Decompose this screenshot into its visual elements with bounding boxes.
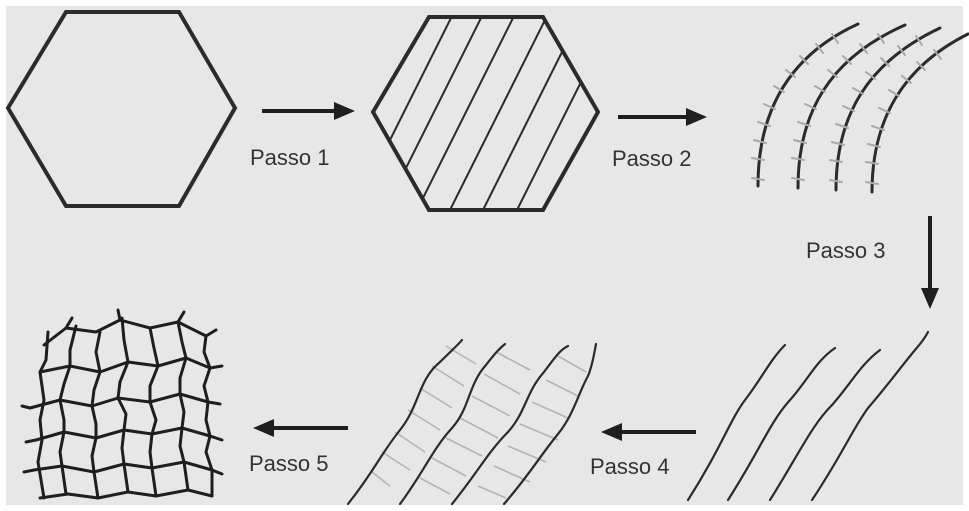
- wavy-fibers: [686, 330, 930, 502]
- arrow-step-4: [601, 423, 696, 441]
- hexagon-plain: [5, 10, 238, 208]
- arrow-step-2: [618, 108, 707, 126]
- arrow-step-5: [253, 419, 348, 437]
- cross-links: [371, 345, 587, 499]
- step-5-label: Passo 5: [249, 451, 329, 476]
- step-3-label: Passo 3: [806, 238, 886, 263]
- curved-fibers: [751, 22, 969, 194]
- arrow-step-1: [262, 102, 355, 120]
- step-1-label: Passo 1: [250, 145, 330, 170]
- diagram-background: [6, 6, 963, 505]
- arrow-step-3: [921, 216, 939, 309]
- step-2-label: Passo 2: [612, 146, 692, 171]
- step-4-label: Passo 4: [590, 454, 670, 479]
- cell-network: [20, 308, 224, 500]
- fiber-ticks: [751, 33, 942, 185]
- crosslinked-fibers: [346, 338, 598, 506]
